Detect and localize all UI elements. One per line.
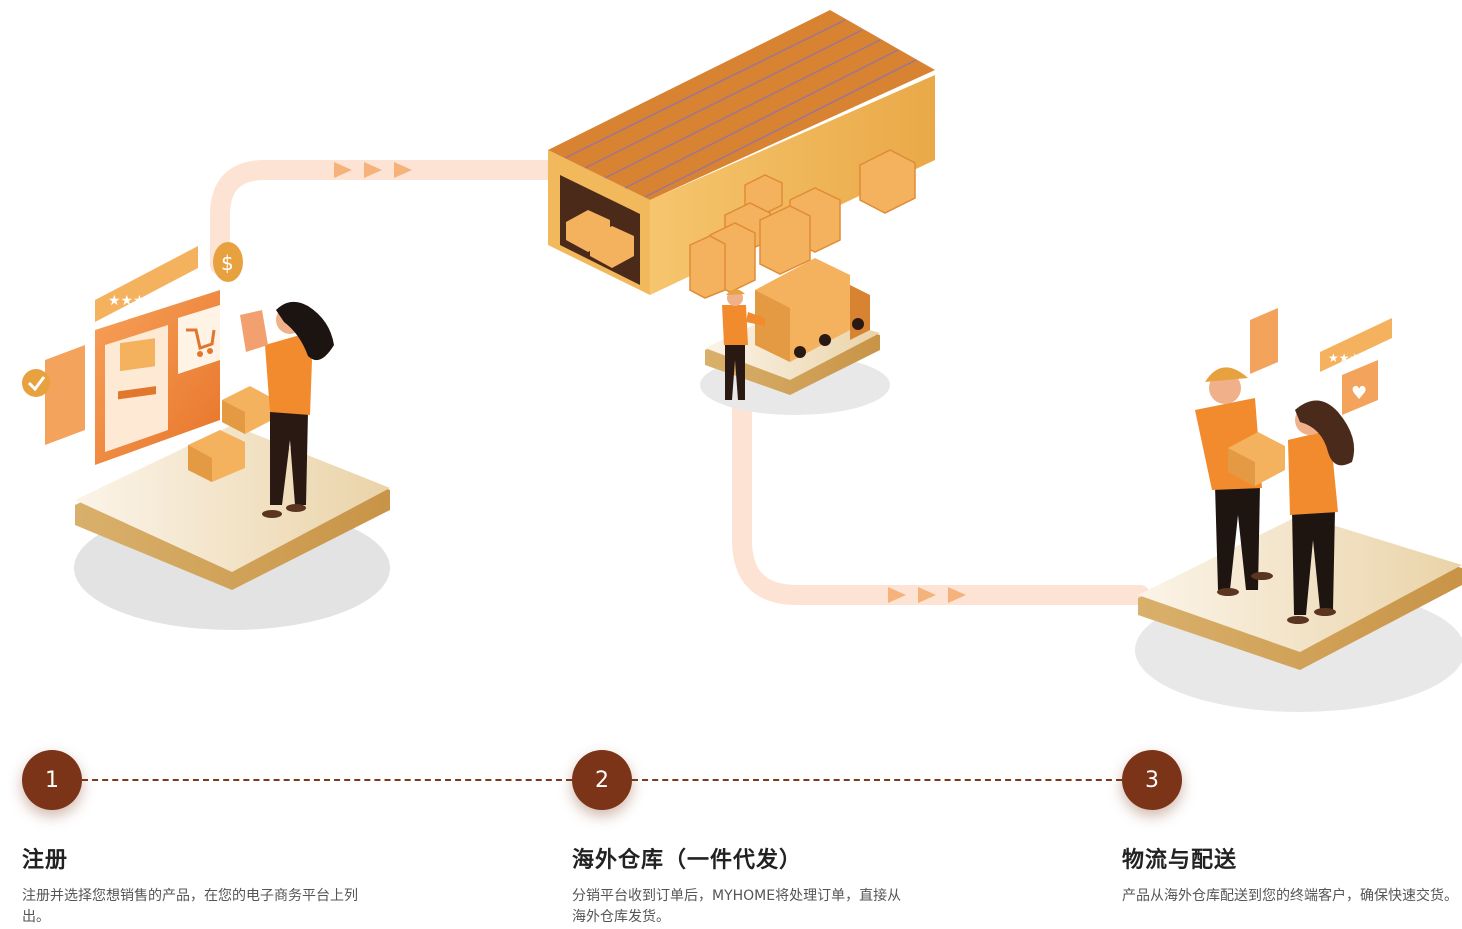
shopping-cart-icon [178,305,220,374]
arrow-chevron-icon [334,162,966,603]
flow-path [210,160,1150,605]
star-icon: ★★★★★ [1328,351,1382,365]
timeline-connector [82,779,572,781]
step-description: 分销平台收到订单后，MYHOME将处理订单，直接从海外仓库发货。 [572,888,902,925]
step-number-badge: 1 [22,750,82,810]
step-title: 海外仓库（一件代发） [572,848,803,873]
step-number-badge: 3 [1122,750,1182,810]
step-2-block: 海外仓库（一件代发） 分销平台收到订单后，MYHOME将处理订单，直接从海外仓库… [572,842,902,928]
svg-text:★★★★★: ★★★★★ [1328,351,1382,365]
step-1-block: 注册 注册并选择您想销售的产品，在您的电子商务平台上列出。 [22,842,367,928]
timeline-connector [632,779,1122,781]
svg-text:$: $ [221,251,234,275]
step-3-block: 物流与配送 产品从海外仓库配送到您的终端客户，确保快速交货。 [1122,842,1460,907]
warehouse-scene [548,10,935,415]
step-title: 注册 [22,848,69,873]
woman-shopper-figure [240,301,334,518]
dollar-coin-icon: $ [213,242,243,282]
warehouse-worker-figure [722,289,765,400]
star-icon: ★★★★★ [108,293,171,309]
customer-figure [1287,400,1355,624]
check-icon [22,369,50,397]
delivery-truck [755,258,870,362]
steps-timeline: 1 2 3 [0,740,1462,820]
step-title: 物流与配送 [1122,848,1238,873]
svg-text:★★★★★: ★★★★★ [108,293,171,309]
svg-text:♥: ♥ [1351,383,1367,404]
step-number-badge: 2 [572,750,632,810]
register-scene: ★★★★★ $ [22,242,390,630]
step-description: 产品从海外仓库配送到您的终端客户，确保快速交货。 [1122,888,1458,904]
step-description: 注册并选择您想销售的产品，在您的电子商务平台上列出。 [22,888,358,925]
delivery-scene: ★★★★★ ♥ [1135,308,1462,712]
process-illustration: ★★★★★ $ [22,10,1462,712]
heart-icon: ♥ [1342,360,1378,415]
